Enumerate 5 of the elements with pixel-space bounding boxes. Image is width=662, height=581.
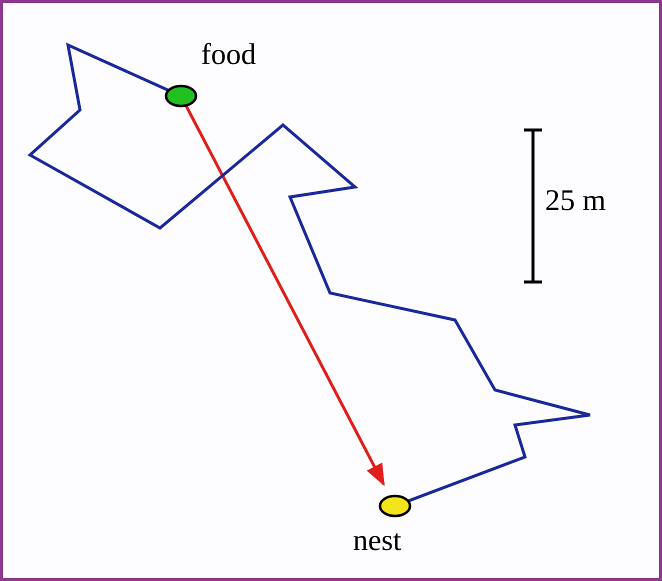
scale-label: 25 m bbox=[545, 184, 606, 218]
location-label: food bbox=[201, 38, 256, 72]
arrow bbox=[184, 104, 385, 486]
location-label: nest bbox=[353, 524, 402, 558]
path-line bbox=[27, 42, 592, 502]
